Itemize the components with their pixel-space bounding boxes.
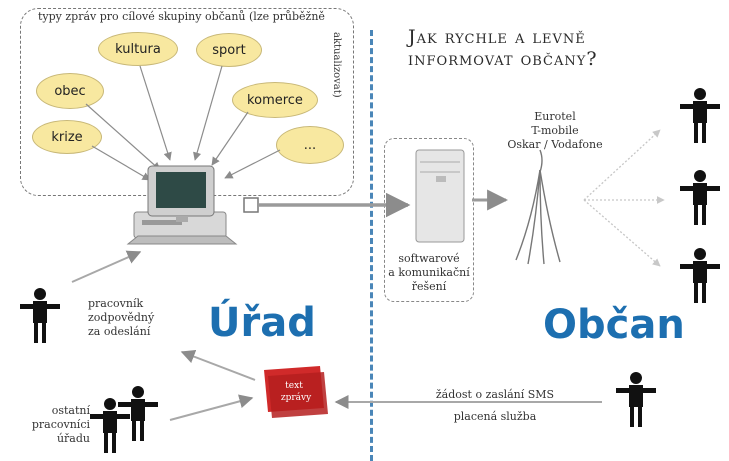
connector-port	[243, 197, 259, 213]
arrow-komerce	[211, 111, 249, 166]
software-line-2: a komunikační	[388, 266, 470, 279]
software-box	[384, 138, 474, 302]
software-line-3: řešení	[411, 280, 447, 293]
responsible-worker-label: pracovník zodpovědný za odeslání	[88, 297, 154, 339]
sms-request-line-1: žádost o zaslání SMS	[435, 388, 555, 401]
topic-bubble-sport: sport	[196, 33, 262, 67]
topics-box-title: typy zpráv pro cílové skupiny občanů (lz…	[38, 10, 325, 23]
sms-request-label: žádost o zaslání SMS placená služba	[400, 384, 590, 428]
server-icon	[415, 149, 465, 243]
message-text-line-1: text	[285, 381, 303, 391]
responsible-worker-line-1: pracovník	[88, 297, 144, 310]
topic-bubble-kultura: kultura	[98, 32, 178, 66]
software-label: softwarové a komunikační řešení	[384, 252, 474, 294]
topic-bubble-komerce: komerce	[232, 82, 318, 118]
topic-bubble-obec: obec	[36, 73, 104, 109]
arrow-others-to-stamp	[169, 394, 254, 421]
headline: Jak rychle a levně informovat občany?	[408, 26, 598, 70]
office-citizen-divider	[370, 30, 373, 461]
operator-oskar-vodafone: Oskar / Vodafone	[507, 138, 603, 151]
citizen-title: Občan	[543, 302, 685, 348]
responsible-worker-line-2: zodpovědný	[88, 311, 155, 324]
software-line-1: softwarové	[398, 252, 460, 265]
operator-tmobile: T-mobile	[531, 124, 579, 137]
operators-label: Eurotel T-mobile Oskar / Vodafone	[495, 110, 615, 152]
person-other-worker-1	[90, 398, 130, 453]
operator-eurotel: Eurotel	[534, 110, 576, 123]
arrow-obec	[85, 103, 161, 171]
responsible-worker-line-3: za odeslání	[88, 325, 151, 338]
topics-box-side-label: aktualizovat)	[331, 32, 342, 98]
sms-request-line-2: placená služba	[453, 410, 537, 423]
person-citizen-3	[680, 248, 720, 303]
message-stamp-icon	[264, 366, 328, 418]
message-text-line-2: zprávy	[281, 392, 312, 403]
arrow-more	[224, 149, 281, 179]
topic-bubble-more: ...	[276, 126, 344, 164]
other-workers-line-2: pracovníci	[31, 418, 90, 431]
person-responsible-worker	[20, 288, 60, 343]
person-citizen-1	[680, 88, 720, 143]
other-workers-line-3: úřadu	[56, 432, 90, 445]
headline-line-1: Jak rychle a levně	[408, 26, 586, 48]
office-title: Úřad	[208, 300, 316, 346]
arrow-kultura	[139, 65, 172, 161]
computer-icon	[126, 165, 238, 245]
topic-bubble-krize: krize	[32, 120, 102, 154]
headline-line-2: informovat občany?	[408, 48, 598, 70]
other-workers-line-1: ostatní	[51, 404, 90, 417]
antenna-icon	[515, 149, 561, 265]
arrow-stamp-to-worker	[180, 349, 256, 381]
broadcast-arrows	[583, 129, 665, 267]
person-citizen-2	[680, 170, 720, 225]
arrow-worker-to-computer	[71, 250, 142, 283]
person-other-worker-2	[118, 386, 158, 441]
arrow-sport	[193, 65, 223, 161]
topic-arrows	[85, 65, 281, 181]
other-workers-label: ostatní pracovníci úřadu	[18, 404, 90, 446]
arrow-krize	[91, 145, 151, 181]
person-citizen-requester	[616, 372, 656, 427]
